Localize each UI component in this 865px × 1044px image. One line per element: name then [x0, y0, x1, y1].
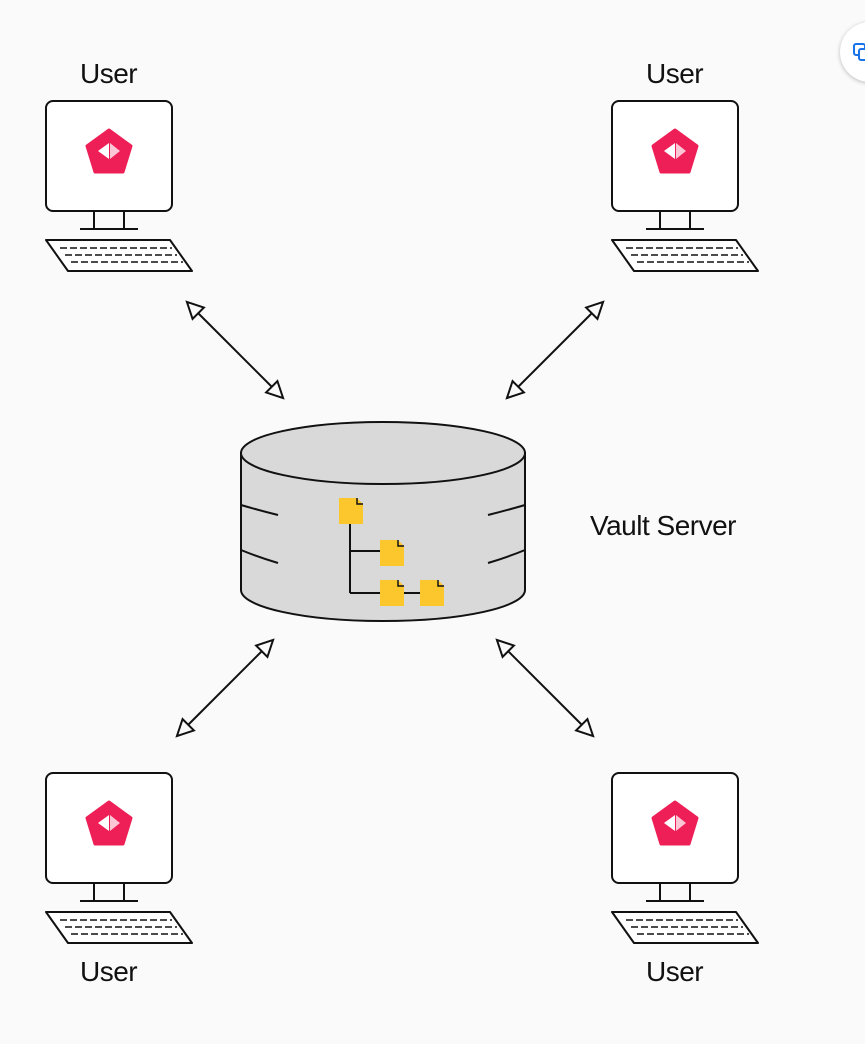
vault-server-icon: [240, 421, 526, 622]
user-computer-top-right: [611, 100, 759, 272]
computer-icon: [611, 100, 759, 272]
arrow-top-left: [180, 295, 290, 405]
computer-icon: [45, 772, 193, 944]
user-computer-top-left: [45, 100, 193, 272]
folder-icon: [338, 497, 364, 525]
computer-icon: [611, 772, 759, 944]
folder-tree: [338, 497, 445, 607]
user-computer-bottom-left: [45, 772, 193, 944]
user-label-bottom-left: User: [80, 956, 138, 987]
arrow-bottom-left: [170, 633, 280, 743]
user-label-top-left: User: [80, 58, 138, 89]
arrow-bottom-right: [490, 633, 600, 743]
vault-server-label: Vault Server: [590, 510, 737, 541]
user-label-top-right: User: [646, 58, 704, 89]
user-computer-bottom-right: [611, 772, 759, 944]
folder-icon: [419, 579, 445, 607]
folder-icon: [379, 579, 405, 607]
folder-icon: [379, 539, 405, 567]
user-label-bottom-right: User: [646, 956, 704, 987]
copy-icon: [853, 43, 865, 61]
arrow-top-right: [500, 295, 610, 405]
computer-icon: [45, 100, 193, 272]
